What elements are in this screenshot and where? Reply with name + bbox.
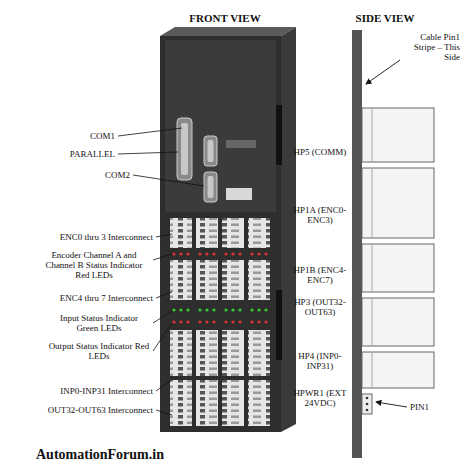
parallel-connector-pins [181,123,188,175]
encoder-led-row [172,252,267,255]
parallel-connector [177,118,192,180]
leader-arrow [376,402,407,407]
terminal-block [222,218,244,248]
callout-label: Encoder Channel A and Channel B Status I… [38,250,150,280]
power-connector [362,394,372,414]
view-heading: FRONT VIEW [170,12,280,24]
connector-label: HP5 (COMM) [289,147,351,157]
port-label: PARALLEL [45,149,115,159]
leader-lines [118,128,204,415]
terminal-block [170,380,192,426]
housing-side [281,27,296,432]
com2-connector [204,172,217,202]
callout-label: ENC4 thru 7 Interconnect [15,293,153,303]
terminal-block [248,218,270,248]
terminal-block [248,260,270,300]
note-label: Cable Pin1 Stripe – This Side [398,32,460,62]
upper-panel [165,40,276,212]
side-connector [276,290,282,360]
dip-switch [226,188,252,200]
connector-label: HP4 (INP0-INP31) [289,351,351,371]
side-connector [276,105,282,165]
leader-arrow [366,60,400,84]
callout-label: OUT32-OUT63 Interconnect [5,405,153,415]
terminal-block [170,260,192,300]
terminal-block [196,380,218,426]
com1-pins [208,140,214,162]
terminal-block [248,380,270,426]
connector-detail [372,108,373,388]
callout-label: Input Status Indicator Green LEDs [48,313,150,333]
terminal-block [170,330,192,376]
terminal-block [196,260,218,300]
watermark: AutomationForum.in [36,447,256,462]
port-label: COM2 [65,170,130,180]
port-label: COM1 [55,131,115,141]
terminal-block [222,380,244,426]
output-led-row [172,320,267,323]
connector-label: HP3 (OUT32-OUT63) [289,297,351,317]
terminal-block [196,218,218,248]
ribbon-connectors [362,108,434,388]
connector-label: HP1B (ENC4-ENC7) [289,265,351,285]
housing-front [160,36,281,432]
housing-top [160,27,296,36]
side-wall [352,30,362,458]
terminal-block [222,330,244,376]
view-heading: SIDE VIEW [345,12,425,24]
callout-label: INP0-INP31 Interconnect [15,386,153,396]
terminal-block [222,260,244,300]
connector-label: HP1A (ENC0-ENC3) [289,205,351,225]
callout-label: Output Status Indicator Red LEDs [48,341,150,361]
com1-connector [204,136,217,166]
terminal-block [170,218,192,248]
input-led-row [172,308,267,311]
pin-label: PIN1 [410,402,450,412]
terminal-block [196,330,218,376]
connector-label: HPWR1 (EXT 24VDC) [289,388,351,408]
dip-switch [226,140,256,148]
power-pins [366,397,369,412]
terminal-block [248,330,270,376]
callout-label: ENC0 thru 3 Interconnect [15,232,153,242]
com2-pins [208,176,214,198]
